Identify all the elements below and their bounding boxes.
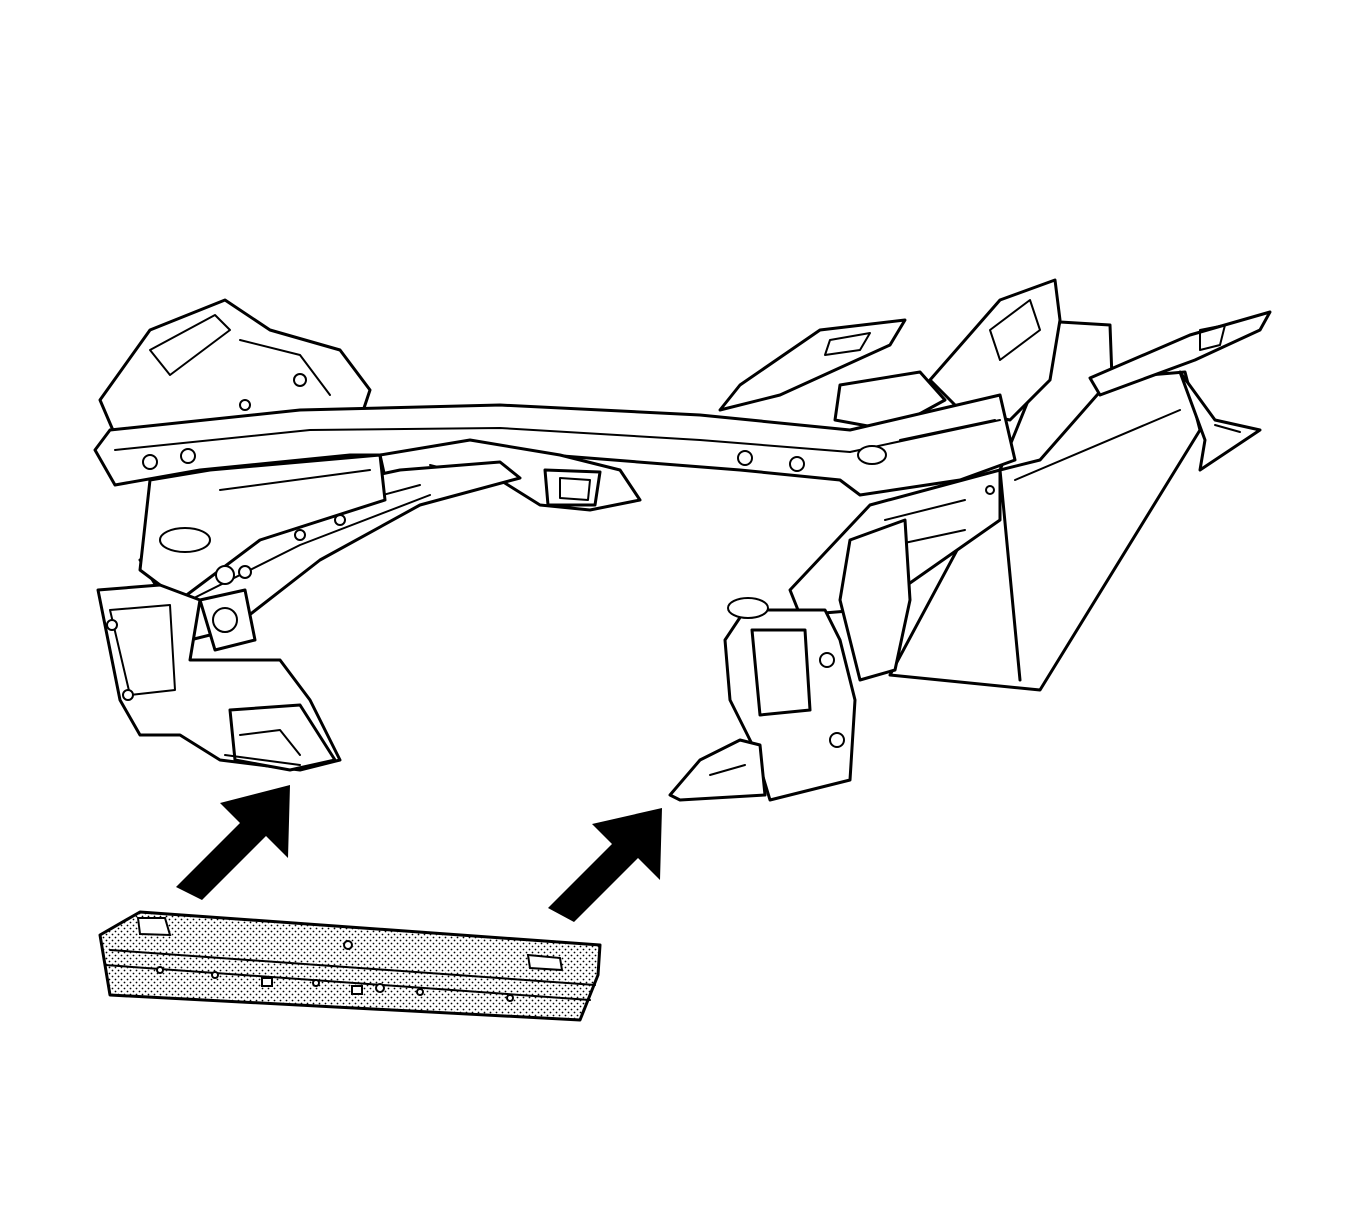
front-frame-assembly: [93, 278, 1272, 802]
left-upper-rail: [718, 318, 907, 412]
install-arrow-left: [176, 785, 290, 900]
install-arrow-right: [548, 808, 662, 922]
upper-crossmember: [93, 393, 1017, 497]
right-lower-rail: [788, 468, 1002, 682]
left-side-rail: [138, 453, 387, 652]
right-front-rail-end: [668, 597, 857, 802]
lower-radiator-support-panel: [98, 910, 602, 1022]
left-front-rail-end: [96, 583, 342, 772]
right-upper-rail: [1088, 310, 1272, 472]
